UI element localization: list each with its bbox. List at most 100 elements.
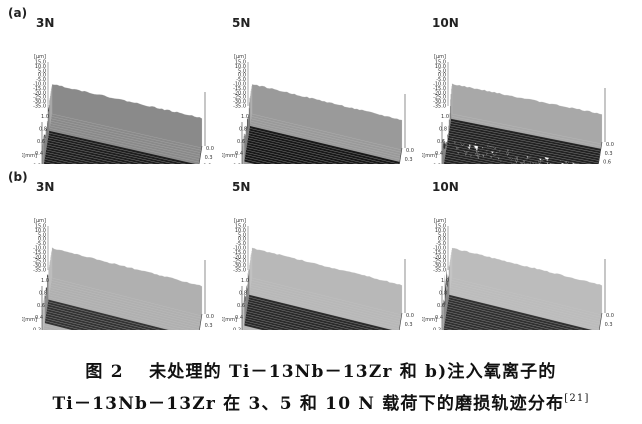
surface-plot-a-5n: 15.010.05.00.0-5.0-10.0-15.0-20.0-25.0-3…: [222, 54, 414, 164]
z-tick-label: -35.0: [233, 104, 246, 110]
z-tick-label: 15.0: [35, 60, 46, 66]
x-axis-label: X[mm]: [22, 153, 37, 159]
panel-label-a-10n: 10N: [432, 16, 459, 30]
z-axis: 15.010.05.00.0-5.0-10.0-15.0-20.0-25.0-3…: [433, 218, 449, 274]
y-tick-label: 0.0: [206, 146, 214, 152]
z-tick-label: -30.0: [33, 99, 46, 105]
row-label-b: (b): [8, 170, 28, 184]
x-tick-label: 0.8: [39, 290, 47, 296]
z-tick-label: -20.0: [433, 90, 446, 96]
z-unit-label: [µm]: [434, 218, 446, 224]
z-tick-label: -30.0: [433, 99, 446, 105]
surface-plot-a-10n: 15.010.05.00.0-5.0-10.0-15.0-20.0-25.0-3…: [422, 54, 614, 164]
z-tick-label: -10.0: [33, 246, 46, 252]
z-tick-label: -15.0: [433, 86, 446, 92]
x-axis-label: X[mm]: [422, 317, 437, 323]
figure-caption-line-1: 图 2 未处理的 Ti－13Nb－13Zr 和 b)注入氧离子的: [0, 357, 642, 382]
x-tick-label: 1.0: [441, 114, 449, 120]
x-tick-label: 0.8: [439, 126, 447, 132]
z-tick-label: 5.0: [238, 232, 246, 238]
z-unit-label: [µm]: [234, 218, 246, 224]
z-tick-label: 15.0: [35, 224, 46, 230]
z-tick-label: -15.0: [33, 86, 46, 92]
panel-label-b-3n: 3N: [36, 180, 55, 194]
y-tick-label: 0.3: [605, 322, 613, 328]
panel-label-a-3n: 3N: [36, 16, 55, 30]
caption-line-1-text: 图 2 未处理的 Ti－13Nb－13Zr 和 b)注入氧离子的: [85, 362, 557, 382]
z-tick-label: -20.0: [233, 90, 246, 96]
z-tick-label: -20.0: [33, 254, 46, 260]
z-tick-label: -30.0: [233, 263, 246, 269]
z-tick-label: -35.0: [433, 268, 446, 274]
y-tick-label: 0.3: [205, 155, 213, 161]
y-tick-label: 0.0: [606, 142, 614, 148]
surface-plot-a-3n: 15.010.05.00.0-5.0-10.0-15.0-20.0-25.0-3…: [22, 54, 214, 164]
z-tick-label: 0.0: [38, 237, 46, 243]
surface-mesh: [41, 247, 203, 330]
z-tick-label: -10.0: [433, 82, 446, 88]
x-tick-label: 0.4: [435, 315, 443, 321]
z-tick-label: 0.0: [438, 237, 446, 243]
y-tick-label: 0.0: [606, 313, 614, 319]
z-tick-label: -25.0: [433, 95, 446, 101]
z-tick-label: 10.0: [35, 228, 46, 234]
z-tick-label: -15.0: [33, 250, 46, 256]
z-tick-label: -25.0: [33, 95, 46, 101]
z-tick-label: -10.0: [233, 82, 246, 88]
x-tick-label: 0.4: [35, 151, 43, 157]
z-tick-label: -35.0: [433, 104, 446, 110]
x-tick-label: 0.4: [435, 151, 443, 157]
surface-plot-b-3n: 15.010.05.00.0-5.0-10.0-15.0-20.0-25.0-3…: [22, 218, 214, 330]
x-tick-label: 0.6: [437, 139, 445, 145]
panel-label-a-5n: 5N: [232, 16, 251, 30]
z-tick-label: -20.0: [33, 90, 46, 96]
z-tick-label: 10.0: [235, 228, 246, 234]
z-tick-label: -30.0: [33, 263, 46, 269]
x-axis-label: X[mm]: [422, 153, 437, 159]
z-tick-label: 0.0: [38, 73, 46, 79]
x-tick-label: 0.6: [37, 139, 45, 145]
z-tick-label: 5.0: [38, 232, 46, 238]
z-tick-label: -5.0: [236, 241, 246, 247]
caption-line-2-text: Ti－13Nb－13Zr 在 3、5 和 10 N 载荷下的磨损轨迹分布: [52, 394, 565, 414]
x-tick-label: 0.4: [235, 151, 243, 157]
x-axis-label: X[mm]: [222, 153, 237, 159]
plot-frame: 0.00.20.40.60.81.0X[mm]0.00.30.60.91.21.…: [22, 260, 214, 330]
surface-mesh: [241, 84, 403, 164]
x-tick-label: 0.6: [237, 303, 245, 309]
z-tick-label: 5.0: [38, 68, 46, 74]
plot-frame: 0.00.20.40.60.81.0X[mm]0.00.30.60.91.21.…: [222, 94, 414, 164]
z-axis: 15.010.05.00.0-5.0-10.0-15.0-20.0-25.0-3…: [233, 218, 249, 274]
surface-plot-b-10n: 15.010.05.00.0-5.0-10.0-15.0-20.0-25.0-3…: [422, 218, 614, 330]
x-tick-label: 0.8: [239, 290, 247, 296]
z-tick-label: -5.0: [436, 77, 446, 83]
z-tick-label: -35.0: [233, 268, 246, 274]
x-tick-label: 0.4: [35, 315, 43, 321]
x-tick-label: 0.2: [233, 328, 241, 330]
z-tick-label: 10.0: [35, 64, 46, 70]
z-tick-label: -25.0: [433, 259, 446, 265]
x-tick-label: 0.2: [33, 328, 41, 330]
x-tick-label: 1.0: [41, 114, 49, 120]
z-axis: 15.010.05.00.0-5.0-10.0-15.0-20.0-25.0-3…: [433, 54, 449, 110]
caption-reference: [21]: [564, 393, 590, 404]
y-tick-label: 0.3: [605, 151, 613, 157]
x-tick-label: 1.0: [241, 114, 249, 120]
z-tick-label: -30.0: [233, 99, 246, 105]
x-tick-label: 0.8: [39, 126, 47, 132]
z-tick-label: -10.0: [233, 246, 246, 252]
z-axis: 15.010.05.00.0-5.0-10.0-15.0-20.0-25.0-3…: [33, 218, 49, 274]
x-axis-label: X[mm]: [22, 317, 37, 323]
y-tick-label: 0.0: [406, 148, 414, 154]
x-tick-label: 0.6: [37, 303, 45, 309]
z-tick-label: 10.0: [435, 64, 446, 70]
x-tick-label: 0.6: [237, 139, 245, 145]
z-tick-label: 5.0: [438, 68, 446, 74]
z-tick-label: 5.0: [438, 232, 446, 238]
surface-mesh: [41, 84, 203, 164]
z-unit-label: [µm]: [34, 218, 46, 224]
z-tick-label: -30.0: [433, 263, 446, 269]
z-tick-label: -25.0: [233, 95, 246, 101]
z-tick-label: 15.0: [235, 224, 246, 230]
